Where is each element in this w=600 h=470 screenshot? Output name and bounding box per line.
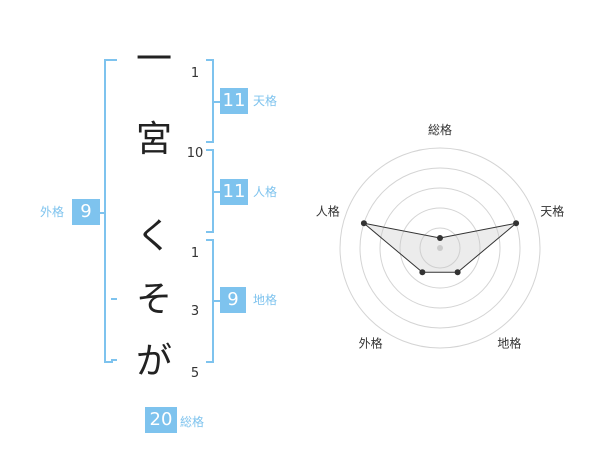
chikaku-bracket	[206, 239, 214, 363]
chikaku-bracket-tick	[214, 300, 220, 302]
radar-axis-label-3: 地格	[497, 335, 521, 350]
jinkaku-bracket	[206, 149, 214, 233]
radar-center	[437, 245, 443, 251]
gaikaku-label: 外格	[40, 205, 65, 219]
gaikaku-bracket-tick-top	[111, 59, 117, 61]
name-char-4: そ	[135, 279, 172, 320]
tenkaku-value-box: 11	[220, 88, 248, 114]
radar-axis-label-5: 人格	[316, 204, 340, 219]
name-char-5: が	[135, 341, 172, 382]
radar-ring-4	[359, 167, 521, 329]
tenkaku-bracket-tick	[214, 101, 220, 103]
radar-ring-5	[339, 147, 541, 349]
name-char-1: 一	[135, 39, 172, 80]
radar-axis-label-2: 天格	[540, 204, 564, 219]
stroke-count-2: 10	[186, 146, 204, 161]
name-char-3: く	[135, 216, 172, 257]
stroke-count-5: 5	[190, 366, 200, 381]
gaikaku-bracket-tick-bottom	[111, 359, 117, 361]
stroke-count-4: 3	[190, 304, 200, 319]
radar-ring-3	[379, 187, 501, 309]
radar-point-1	[437, 235, 443, 241]
radar-ring-2	[399, 207, 481, 289]
soukaku-label: 総格	[180, 415, 205, 429]
radar-axis-label-4: 外格	[359, 335, 383, 350]
chikaku-value-box: 9	[220, 287, 246, 313]
gaikaku-bracket	[104, 59, 113, 363]
jinkaku-value-box: 11	[220, 179, 248, 205]
gaikaku-bracket-tick-mid	[111, 298, 117, 300]
chikaku-label: 地格	[253, 293, 278, 307]
soukaku-value-box: 20	[145, 407, 177, 433]
jinkaku-label: 人格	[253, 185, 278, 199]
radar-point-5	[360, 220, 367, 227]
radar-point-2	[513, 220, 520, 227]
stroke-count-3: 1	[190, 246, 200, 261]
jinkaku-bracket-tick	[214, 191, 220, 193]
radar-point-4	[419, 269, 426, 276]
name-char-2: 宮	[135, 119, 172, 160]
tenkaku-label: 天格	[253, 94, 278, 108]
gaikaku-bracket-tick-out	[98, 212, 104, 214]
tenkaku-bracket	[206, 59, 214, 143]
radar-point-3	[454, 269, 461, 276]
gaikaku-value-box: 9	[72, 199, 100, 225]
radar-polygon	[362, 222, 518, 273]
radar-axis-label-1: 総格	[428, 122, 452, 137]
stroke-count-1: 1	[190, 66, 200, 81]
radar-ring-1	[419, 227, 461, 269]
